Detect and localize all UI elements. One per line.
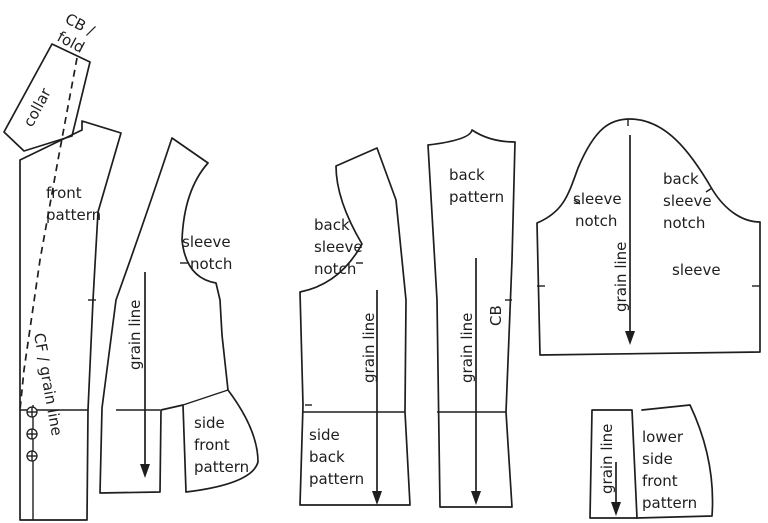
lower-side-front-label-line3: front (642, 472, 678, 490)
lower-side-front-label-line2: side (642, 450, 673, 468)
back-cb-label: CB (487, 305, 505, 326)
side-back-pattern-label-line3: pattern (309, 470, 364, 488)
lower-side-front-label-line1: lower (642, 428, 684, 446)
side-front-grain-line-label: grain line (126, 300, 144, 370)
sleeve-label: sleeve (672, 261, 721, 279)
side-back-sleeve-notch-label-line3: notch (314, 260, 356, 278)
collar-label: collar (20, 84, 56, 129)
side-back-grain-line-label: grain line (360, 313, 378, 383)
lower-grain-line-label: grain line (598, 424, 616, 494)
lower-side-front-pattern-piece: grain line lower side front pattern (589, 404, 714, 519)
side-back-pattern-label-line2: back (309, 448, 345, 466)
sleeve-front-notch-label-line2: notch (575, 212, 617, 230)
sleeve-back-notch-label-line3: notch (663, 214, 705, 232)
collar-piece: collar CB / fold (3, 10, 98, 152)
sleeve-piece: sleeve notch back sleeve notch grain lin… (536, 118, 761, 356)
side-back-sleeve-notch-label-line1: back (314, 216, 350, 234)
back-pattern-label-line2: pattern (449, 188, 504, 206)
side-front-pattern-label-line1: side (194, 414, 225, 432)
side-front-pattern-piece: sleeve notch grain line side front patte… (99, 137, 259, 494)
side-front-sleeve-notch-label-line2: notch (190, 255, 232, 273)
cb-fold-dashed-line (19, 57, 78, 411)
sleeve-front-notch-label-line1: sleeve (573, 190, 622, 208)
lower-side-front-label-line4: pattern (642, 494, 697, 512)
sleeve-grain-line-label: grain line (612, 242, 630, 312)
sleeve-back-notch-label-line1: back (663, 170, 699, 188)
side-front-pattern-label-line2: front (194, 436, 230, 454)
side-back-sleeve-notch-label-line2: sleeve (314, 238, 363, 256)
side-front-sleeve-notch-label-line1: sleeve (182, 233, 231, 251)
front-pattern-label-line1: front (46, 184, 82, 202)
side-front-pattern-label-line3: pattern (194, 458, 249, 476)
side-back-pattern-label-line1: side (309, 426, 340, 444)
side-back-pattern-piece: back sleeve notch grain line side back p… (299, 147, 411, 506)
back-grain-line-label: grain line (458, 313, 476, 383)
front-pattern-label-line2: pattern (46, 206, 101, 224)
cf-grain-line-label: CF / grain line (30, 332, 66, 438)
sleeve-back-notch-label-line2: sleeve (663, 192, 712, 210)
button-marks (26, 406, 38, 462)
back-pattern-piece: back pattern grain line CB (427, 129, 516, 508)
back-pattern-label-line1: back (449, 166, 485, 184)
